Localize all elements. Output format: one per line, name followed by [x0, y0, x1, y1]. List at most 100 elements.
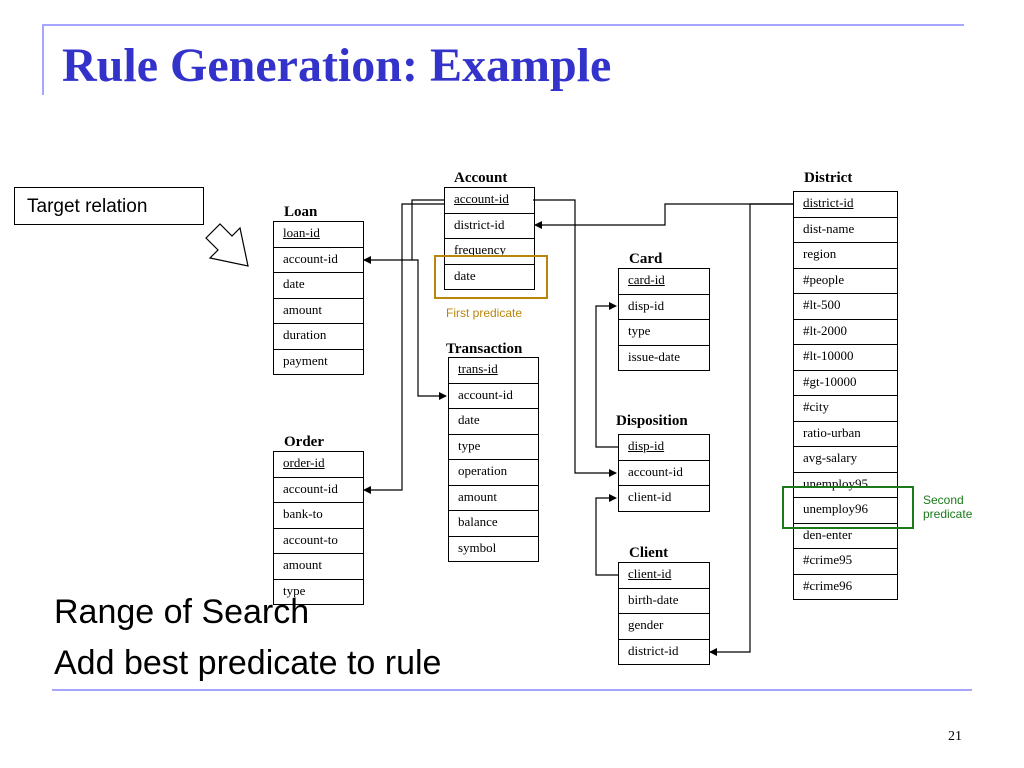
first-predicate-label: First predicate [446, 306, 523, 320]
account-table-title: Account [454, 170, 508, 186]
disposition-field-row: account-id [619, 461, 709, 486]
order-field-label: account-to [283, 531, 338, 547]
transaction-field-row: trans-id [449, 358, 538, 384]
district-field-row: #crime96 [794, 575, 897, 600]
district-field-row: #city [794, 396, 897, 422]
loan-table: loan-id account-id date amount duration payme… [273, 221, 364, 375]
bullet-range-of-search: Range of Search [54, 593, 310, 631]
transaction-field-label: date [458, 412, 480, 427]
connector-account-transaction [412, 259, 447, 400]
loan-field-row: account-id [274, 248, 363, 273]
disposition-field-label: client-id [628, 489, 672, 504]
order-field-row: account-to [274, 529, 363, 554]
client-field-row: client-id [619, 563, 709, 589]
account-field-label: account-id [454, 191, 509, 206]
order-field-row: amount [274, 554, 363, 580]
client-field-label: district-id [628, 642, 679, 658]
district-field-row: unemploy96 [794, 498, 897, 524]
district-field-row: den-enter [794, 524, 897, 549]
card-field-label: disp-id [628, 297, 665, 313]
loan-table-title: Loan [284, 204, 318, 220]
slide-title: Rule Generation: Example [62, 39, 612, 92]
district-field-row: district-id [794, 192, 897, 218]
disposition-field-row: disp-id [619, 435, 709, 461]
district-field-label: den-enter [803, 526, 853, 542]
district-table: district-id dist-name region #people #lt-500… [793, 191, 898, 600]
district-field-row: #lt-500 [794, 294, 897, 320]
loan-field-label: loan-id [283, 225, 320, 240]
disposition-table: disp-id account-id client-id [618, 434, 710, 512]
second-predicate-highlight [782, 486, 914, 529]
district-field-row: dist-name [794, 218, 897, 243]
district-field-label: #lt-500 [803, 297, 841, 312]
order-field-row: bank-to [274, 503, 363, 529]
district-field-row: #lt-2000 [794, 320, 897, 345]
account-field-label: frequency [454, 242, 506, 257]
district-field-label: #lt-2000 [803, 322, 848, 338]
district-field-row: #people [794, 269, 897, 294]
district-field-label: avg-salary [803, 450, 858, 465]
transaction-field-row: symbol [449, 537, 538, 562]
district-field-label: dist-name [803, 220, 855, 236]
connector-district-account [534, 203, 793, 229]
account-table: account-id district-id frequency date [444, 187, 535, 290]
order-field-row: type [274, 580, 363, 605]
loan-field-label: amount [283, 301, 322, 317]
loan-field-row: duration [274, 324, 363, 350]
card-field-row: type [619, 320, 709, 346]
transaction-field-row: type [449, 435, 538, 460]
transaction-field-row: amount [449, 486, 538, 511]
transaction-field-label: symbol [458, 539, 497, 555]
bullet-add-best-predicate: Add best predicate to rule [54, 644, 442, 682]
connector-client-disposition [595, 494, 618, 576]
loan-field-label: date [283, 276, 305, 291]
second-predicate-label: Second predicate [923, 493, 973, 521]
card-table-title: Card [629, 251, 663, 267]
target-relation-arrow [205, 223, 249, 267]
district-field-label: #city [803, 399, 829, 414]
disposition-field-label: account-id [628, 463, 683, 479]
transaction-field-label: operation [458, 463, 508, 478]
district-field-row: #crime95 [794, 549, 897, 575]
district-field-label: region [803, 246, 837, 261]
district-field-label: district-id [803, 195, 854, 210]
district-field-row: region [794, 243, 897, 269]
transaction-field-label: account-id [458, 386, 513, 402]
card-table: card-id disp-id type issue-date [618, 268, 710, 371]
card-field-row: issue-date [619, 346, 709, 371]
client-table-title: Client [629, 545, 669, 561]
order-field-row: account-id [274, 478, 363, 503]
district-field-row: #lt-10000 [794, 345, 897, 371]
district-field-row: avg-salary [794, 447, 897, 473]
district-field-label: #people [803, 271, 845, 287]
account-field-row: account-id [445, 188, 534, 214]
loan-field-row: loan-id [274, 222, 363, 248]
transaction-field-row: balance [449, 511, 538, 537]
account-field-row: date [445, 265, 534, 290]
transaction-field-label: type [458, 437, 481, 453]
account-field-row: frequency [445, 239, 534, 265]
client-field-label: gender [628, 617, 664, 632]
connector-account-loan [363, 199, 444, 264]
loan-field-label: duration [283, 327, 327, 342]
client-field-row: birth-date [619, 589, 709, 614]
district-field-label: #gt-10000 [803, 373, 857, 389]
account-field-label: district-id [454, 216, 505, 232]
transaction-field-label: trans-id [458, 361, 498, 376]
district-field-label: ratio-urban [803, 424, 861, 440]
transaction-field-row: account-id [449, 384, 538, 409]
loan-field-label: payment [283, 352, 328, 368]
transaction-field-label: balance [458, 514, 498, 529]
order-field-label: bank-to [283, 506, 323, 521]
card-field-label: issue-date [628, 348, 680, 364]
card-field-label: type [628, 323, 651, 338]
card-field-label: card-id [628, 272, 665, 287]
order-field-label: type [283, 582, 306, 598]
transaction-field-row: date [449, 409, 538, 435]
district-field-row: #gt-10000 [794, 371, 897, 396]
page-number: 21 [948, 729, 962, 744]
loan-field-row: amount [274, 299, 363, 324]
connector-account-order [363, 203, 444, 494]
